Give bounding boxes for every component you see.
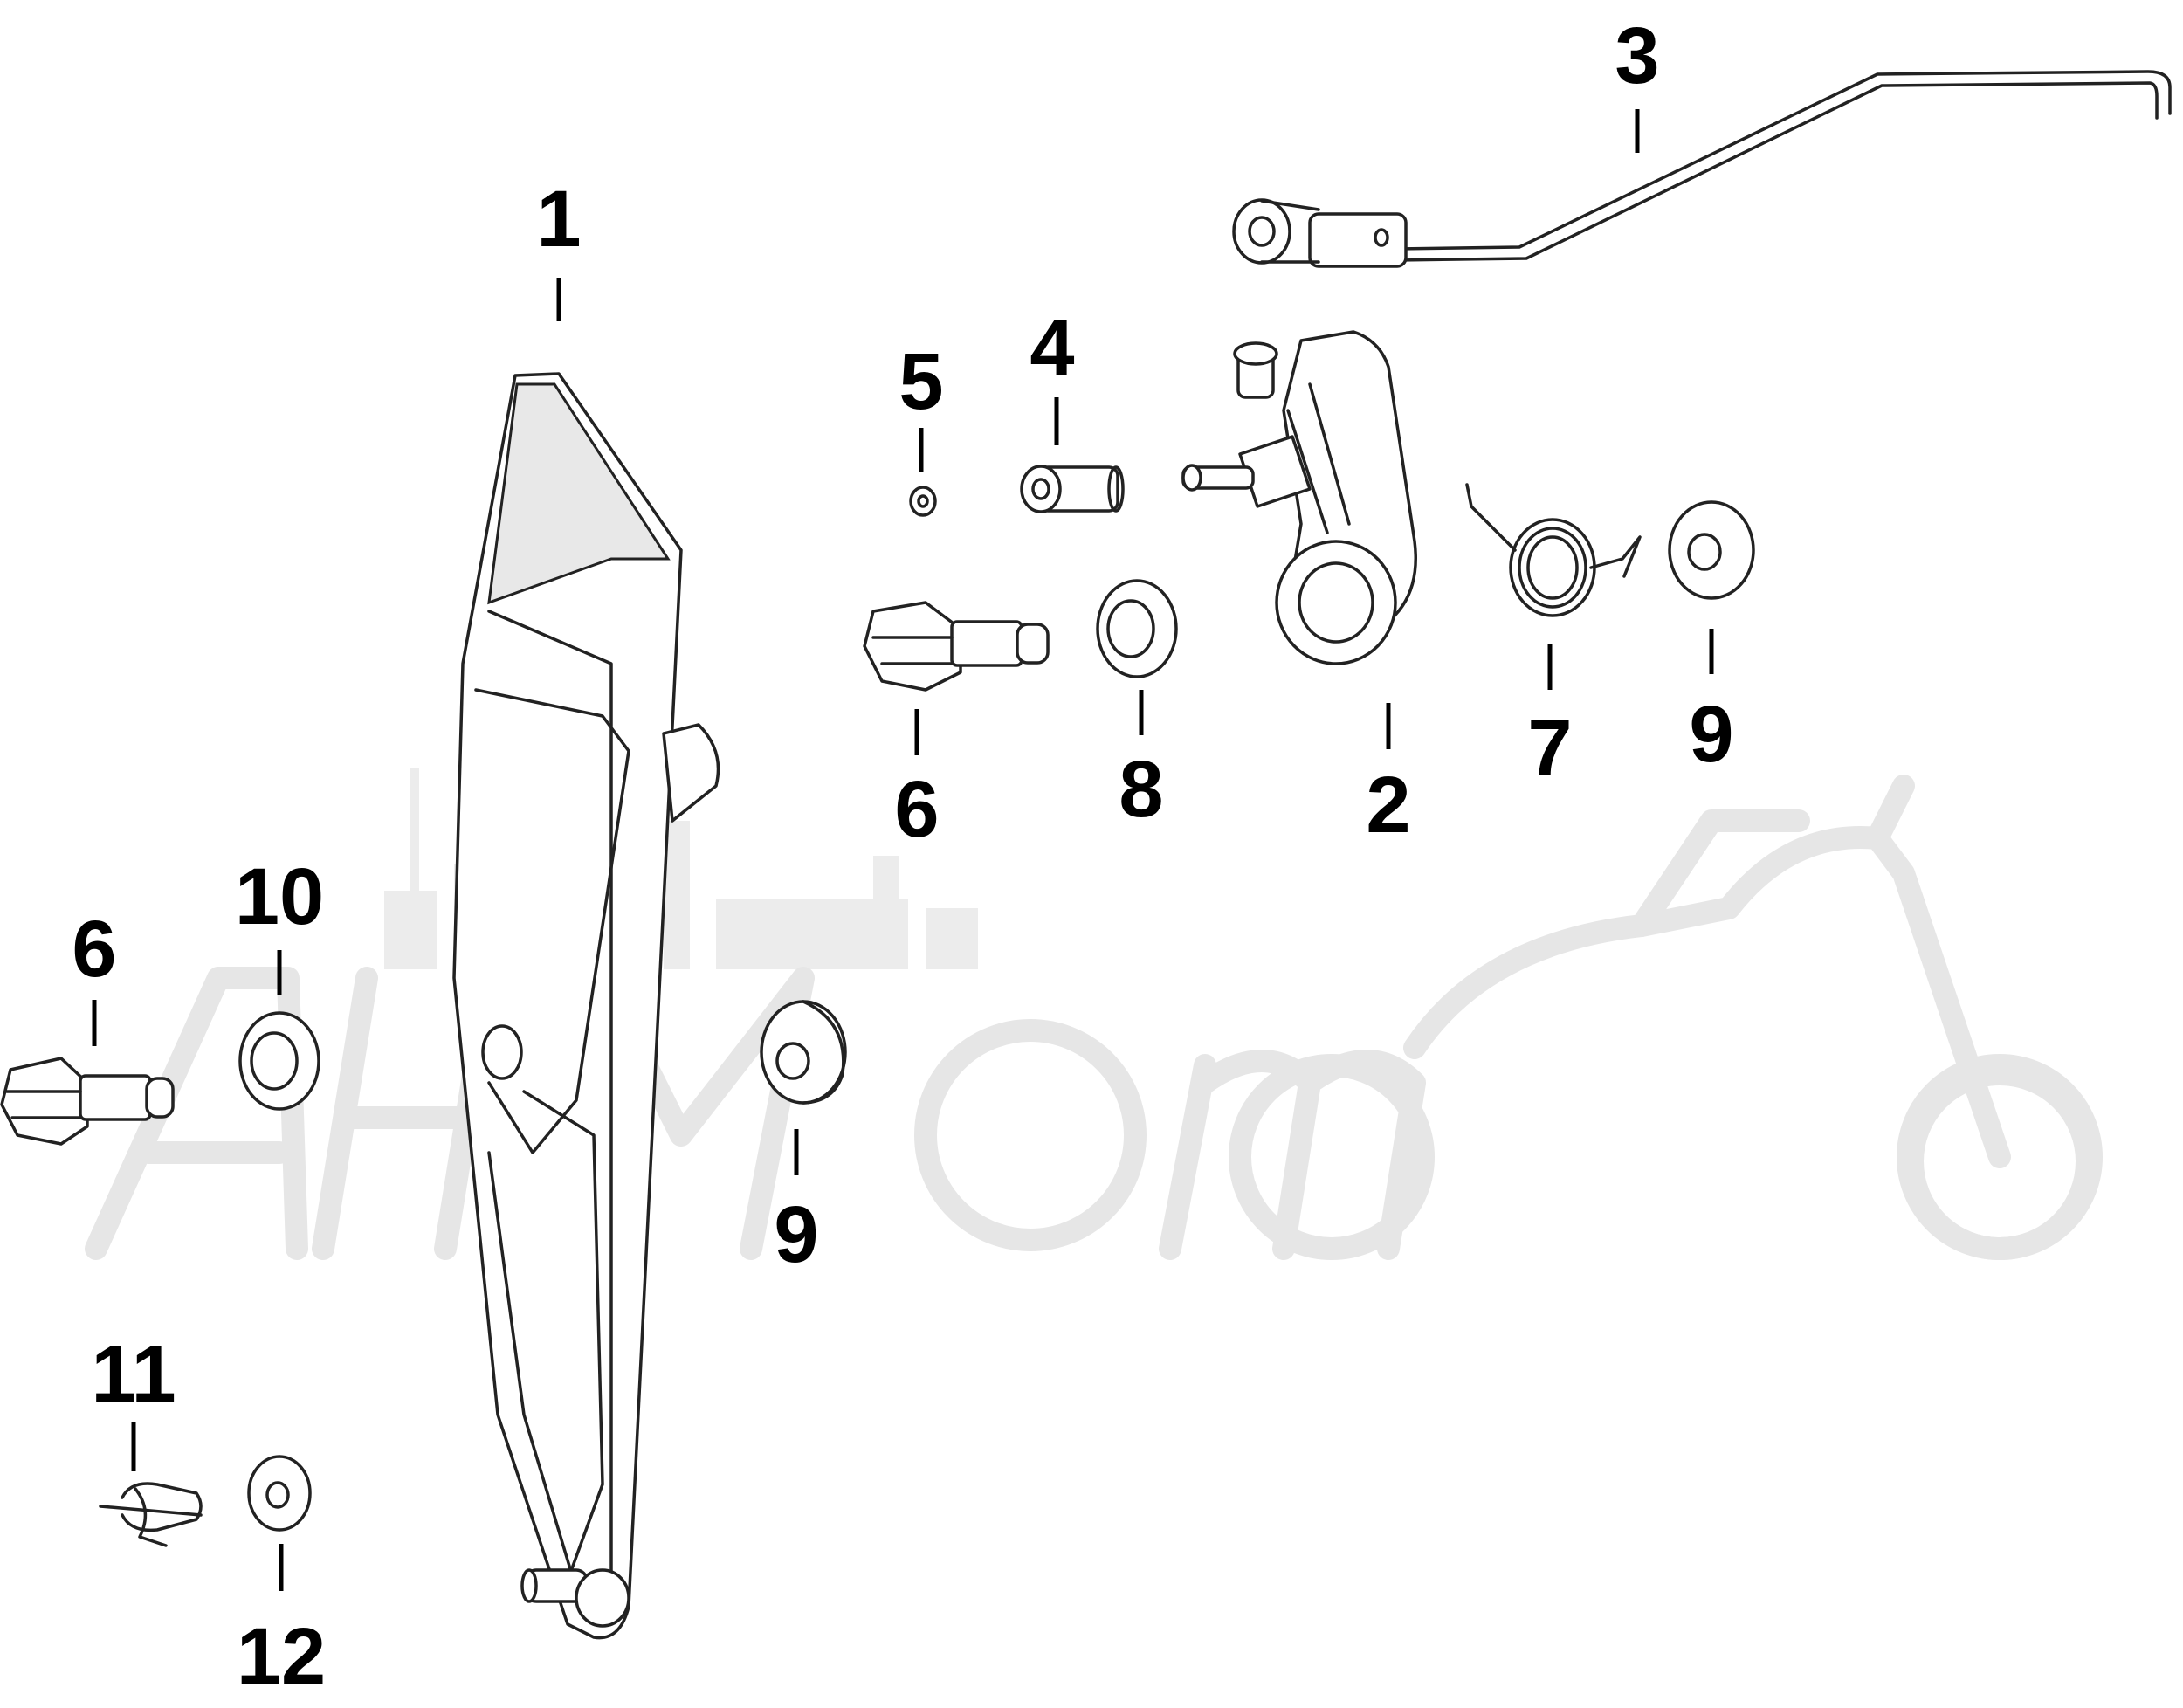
- watermark: [85, 768, 2103, 1260]
- small-washer-part: [909, 486, 937, 517]
- callout-7: 7: [1527, 704, 1572, 793]
- watermark-letters: [85, 967, 2098, 1260]
- leader-lines: [92, 109, 1714, 1591]
- washer-part-9-right: [1668, 500, 1755, 600]
- callout-9-middle: 9: [774, 1190, 818, 1279]
- callout-5: 5: [899, 337, 943, 426]
- bushing-part: [1020, 465, 1125, 513]
- washer-part-10: [238, 1011, 320, 1111]
- washer-part-9-middle: [760, 1000, 847, 1105]
- callout-11: 11: [91, 1330, 176, 1419]
- hairpin-clip-part: [99, 1482, 203, 1547]
- callout-9-right: 9: [1689, 690, 1733, 779]
- callout-8: 8: [1119, 745, 1163, 834]
- shoulder-bolt-lower-part: [0, 1057, 175, 1146]
- motorcycle-watermark-icon: [1229, 775, 2103, 1260]
- torsion-spring-part: [1465, 483, 1642, 617]
- callout-12: 12: [237, 1612, 326, 1701]
- callout-2: 2: [1366, 761, 1410, 850]
- callout-1: 1: [536, 175, 581, 264]
- shift-lever-part: [452, 372, 720, 1640]
- callout-6-upper: 6: [894, 765, 939, 854]
- shoulder-bolt-upper-part: [863, 601, 1050, 692]
- callout-10: 10: [235, 852, 324, 941]
- washer-part-8: [1096, 579, 1178, 678]
- shift-rod-part: [1232, 70, 2172, 268]
- callout-labels: 1 2 3 4 5 6 6 7 8 9 9 10 11 12: [72, 11, 1733, 1701]
- callout-3: 3: [1615, 11, 1659, 100]
- washer-part-12: [247, 1455, 312, 1532]
- callout-6-lower: 6: [72, 905, 116, 994]
- inner-shift-lever-part: [1181, 330, 1417, 665]
- callout-4: 4: [1030, 304, 1074, 393]
